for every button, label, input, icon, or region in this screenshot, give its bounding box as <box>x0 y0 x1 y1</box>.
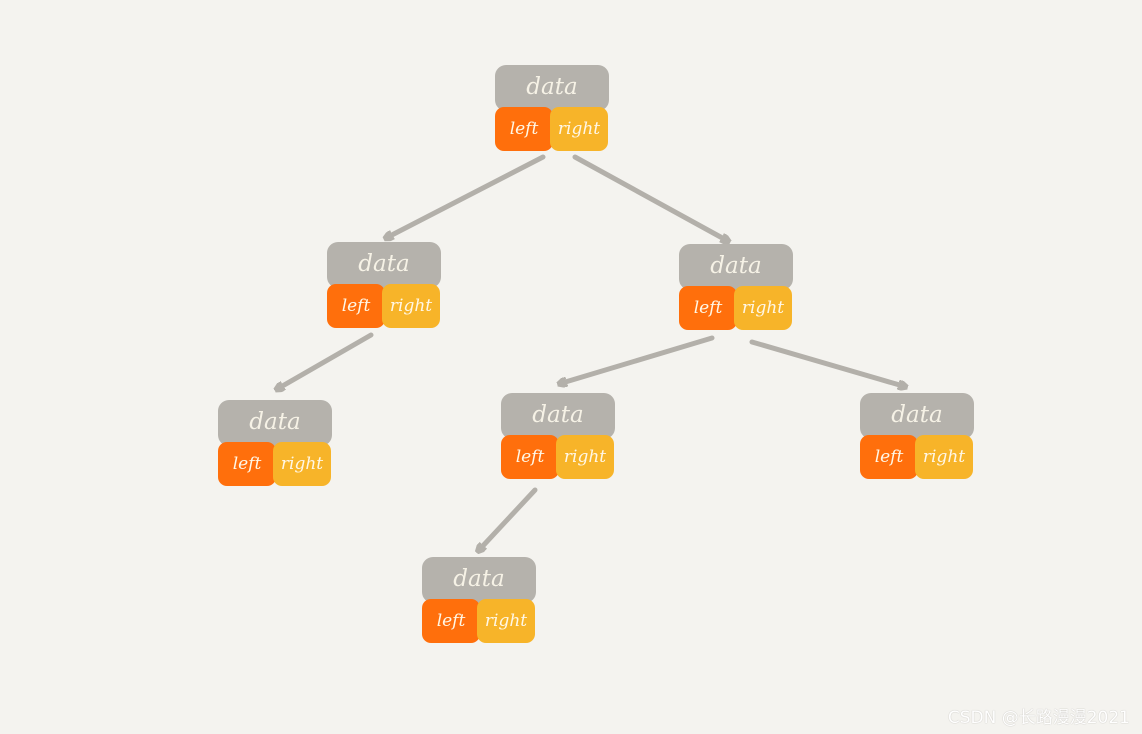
edge-root-to-n1 <box>388 154 546 237</box>
node-right-pointer: right <box>550 107 608 151</box>
node-left-pointer: left <box>218 442 276 486</box>
node-left-pointer: left <box>501 435 559 479</box>
tree-node-root: data left right <box>495 65 609 153</box>
node-data-field: data <box>327 242 441 288</box>
tree-node-n4: data left right <box>501 393 615 481</box>
tree-node-n3: data left right <box>218 400 332 488</box>
node-data-field: data <box>679 244 793 290</box>
watermark: CSDN @长路漫漫2021 <box>947 708 1130 728</box>
node-right-pointer: right <box>477 599 535 643</box>
node-right-pointer: right <box>734 286 792 330</box>
edge-n4-to-n6 <box>480 487 538 549</box>
node-left-pointer: left <box>679 286 737 330</box>
edge-n2-to-n4 <box>562 335 715 383</box>
node-left-pointer: left <box>495 107 553 151</box>
edge-root-to-n2 <box>572 154 726 240</box>
node-right-pointer: right <box>382 284 440 328</box>
node-data-field: data <box>422 557 536 603</box>
node-right-pointer: right <box>273 442 331 486</box>
node-data-field: data <box>860 393 974 439</box>
node-data-field: data <box>501 393 615 439</box>
node-data-field: data <box>218 400 332 446</box>
node-right-pointer: right <box>556 435 614 479</box>
tree-node-n5: data left right <box>860 393 974 481</box>
node-left-pointer: left <box>860 435 918 479</box>
node-data-field: data <box>495 65 609 111</box>
edge-n2-to-n5 <box>749 339 903 386</box>
tree-node-n2: data left right <box>679 244 793 332</box>
node-left-pointer: left <box>327 284 385 328</box>
node-right-pointer: right <box>915 435 973 479</box>
tree-node-n6: data left right <box>422 557 536 645</box>
tree-node-n1: data left right <box>327 242 441 330</box>
node-left-pointer: left <box>422 599 480 643</box>
edge-n1-to-n3 <box>279 332 374 388</box>
